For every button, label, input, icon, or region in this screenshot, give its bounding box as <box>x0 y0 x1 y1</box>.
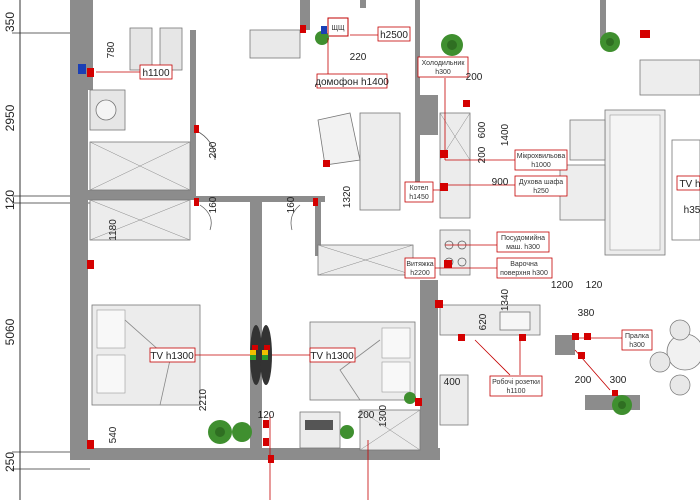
plant-icon <box>340 425 354 439</box>
plant-icon <box>600 32 620 52</box>
armchair <box>569 119 606 161</box>
boiler-label: Котел <box>410 185 429 192</box>
plant-icon <box>404 392 416 404</box>
dim-1320: 1320 <box>342 185 353 208</box>
washer-height: h300 <box>629 342 645 349</box>
keyboard <box>305 420 333 430</box>
plant-icon <box>208 420 232 444</box>
dim-120-a: 120 <box>586 280 603 291</box>
dimension-label-2950: 2950 <box>3 104 17 131</box>
height-label-h1100: h1100 <box>142 68 170 79</box>
dim-2210: 2210 <box>198 388 209 411</box>
plant-icon <box>441 34 463 56</box>
panel-box <box>327 17 349 37</box>
cooktop-label: Варочна <box>510 261 538 268</box>
height-label-h35: h35 <box>684 205 700 216</box>
work-sockets-height: h1100 <box>507 388 526 395</box>
dim-1180: 1180 <box>108 219 119 241</box>
dim-900: 900 <box>492 177 509 188</box>
plant-icon <box>612 395 632 415</box>
lounge-chair <box>559 164 606 221</box>
dim-540: 540 <box>108 426 119 443</box>
hood-label: Витяжка <box>406 261 433 268</box>
sink <box>499 311 531 331</box>
dimension-label-350: 350 <box>3 12 17 32</box>
washer-label: Пралка <box>625 333 649 340</box>
dimension-label-250: 250 <box>3 452 17 472</box>
dining-chair <box>669 374 691 396</box>
oven-height: h250 <box>533 188 549 195</box>
socket-markers <box>87 25 650 463</box>
dim-1300: 1300 <box>378 404 389 427</box>
intercom-label: домофон h1400 <box>315 76 389 88</box>
dim-400: 400 <box>444 377 461 388</box>
tv-label-right: TV h1300 <box>310 351 354 362</box>
panel-label: ЩЩ <box>331 25 345 32</box>
dim-600: 600 <box>477 121 488 138</box>
dining-chair <box>669 319 691 341</box>
dimension-label-5060: 5060 <box>3 318 17 345</box>
dim-300: 300 <box>610 375 627 386</box>
fridge-unit <box>439 112 471 219</box>
hood-height: h2200 <box>410 270 430 277</box>
work-sockets-label: Робочі розетки <box>492 378 540 386</box>
tv-indicator <box>250 350 256 355</box>
toilet <box>129 27 153 71</box>
kitchen-door-swing <box>317 112 361 166</box>
bidet <box>159 27 183 71</box>
fridge-height: h300 <box>435 69 451 76</box>
dim-120-b: 120 <box>258 410 275 421</box>
dim-200-b: 200 <box>466 72 483 83</box>
dim-160-a: 160 <box>208 196 219 213</box>
dim-200-a: 200 <box>208 141 219 158</box>
dining-chair <box>649 351 671 373</box>
microwave-label: Мікрохвильова <box>517 152 566 160</box>
shelf <box>439 374 469 426</box>
dim-200-e: 200 <box>358 410 375 421</box>
kitchen-column <box>359 112 401 211</box>
label-boxes <box>139 26 700 397</box>
dim-1340: 1340 <box>500 288 511 311</box>
dim-200-c: 200 <box>477 146 488 163</box>
dim-200-d: 200 <box>575 375 592 386</box>
plant-icon <box>315 31 329 45</box>
dim-780: 780 <box>106 41 117 58</box>
dishwasher-label: Посудомийна <box>501 234 545 242</box>
blue-marker <box>78 64 86 74</box>
tv-label-far: TV h <box>679 179 700 190</box>
blue-marker <box>321 26 327 34</box>
microwave-height: h1000 <box>531 162 551 169</box>
boiler-height: h1450 <box>409 194 429 201</box>
plant-icon <box>232 422 252 442</box>
dishwasher-height: маш. h300 <box>506 244 540 251</box>
height-label-h2500: h2500 <box>380 30 408 41</box>
cooktop-height: поверхня h300 <box>500 270 548 277</box>
oven-label: Духова шафа <box>519 179 563 186</box>
dim-380: 380 <box>578 308 595 319</box>
dim-620: 620 <box>478 313 489 330</box>
dim-1200: 1200 <box>551 280 574 291</box>
dim-220: 220 <box>350 52 367 63</box>
tv-label-left: TV h1300 <box>150 351 194 362</box>
dim-1400: 1400 <box>500 123 511 146</box>
dim-160-b: 160 <box>286 196 297 213</box>
dimension-label-120: 120 <box>3 190 17 210</box>
entry-cabinet <box>249 29 301 59</box>
side-unit <box>639 59 700 96</box>
fridge-label: Холодильник <box>422 60 466 67</box>
